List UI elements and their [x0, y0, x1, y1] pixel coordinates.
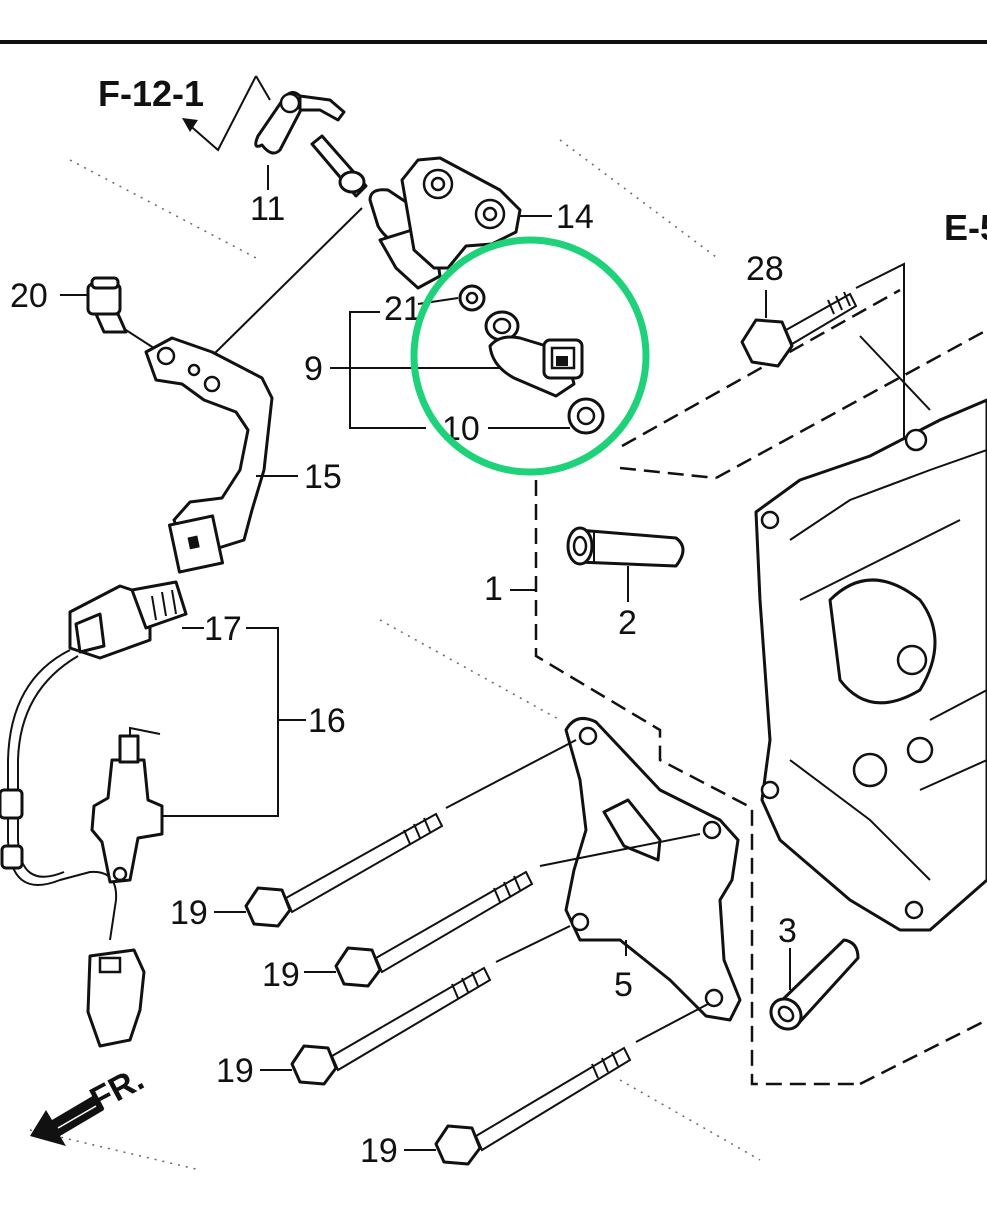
callout-28: 28	[746, 250, 784, 288]
reference-f-12-1[interactable]: F-12-1	[98, 73, 257, 152]
part-19-bolt-d[interactable]	[434, 1046, 632, 1166]
highlight-circle	[410, 236, 650, 476]
callout-11: 11	[250, 190, 285, 228]
reference-arrow-line	[185, 75, 257, 152]
leader-28-axis-2	[859, 335, 931, 411]
part-19-bolt-b[interactable]	[334, 870, 534, 988]
part-20-bolt[interactable]	[86, 276, 128, 334]
part-3-valve-guide[interactable]	[765, 938, 860, 1035]
leader-19-a-axis	[445, 739, 577, 809]
callout-1: 1	[484, 570, 503, 608]
leader-19-b-axis	[539, 833, 701, 867]
part-9-sensor[interactable]	[484, 310, 584, 398]
leader-14-to-15	[213, 207, 363, 355]
front-arrow-icon	[30, 1094, 104, 1146]
part-1-cylinder-head[interactable]	[754, 398, 987, 932]
callout-19-d: 19	[360, 1132, 398, 1170]
callout-19-c: 19	[216, 1052, 254, 1090]
bracket-16-17	[154, 627, 279, 817]
leader-19-d-axis	[635, 1003, 709, 1043]
part-5-plate[interactable]	[564, 716, 742, 1022]
part-21-o-ring[interactable]	[458, 284, 486, 312]
bracket-21-9-10	[349, 311, 426, 429]
part-15-stay[interactable]	[144, 336, 274, 574]
part-19-bolt-a[interactable]	[244, 812, 444, 928]
callout-19-b: 19	[262, 956, 300, 994]
part-19-bolt-c[interactable]	[290, 966, 492, 1086]
part-11-clip[interactable]	[254, 75, 346, 155]
reference-f-label: F-12-1	[98, 73, 204, 114]
callout-3: 3	[778, 912, 797, 950]
callout-19-a: 19	[170, 894, 208, 932]
callout-2: 2	[618, 604, 637, 642]
leader-19-c-axis	[495, 925, 571, 963]
callout-21: 21	[384, 290, 422, 328]
callout-5: 5	[614, 966, 633, 1004]
part-28-bolt[interactable]	[740, 291, 858, 368]
part-10-washer[interactable]	[567, 397, 605, 435]
callout-14: 14	[556, 198, 594, 236]
part-14-bracket-assembly[interactable]	[310, 134, 522, 290]
callout-17: 17	[204, 610, 242, 648]
construction-lines	[29, 139, 761, 1171]
callout-15: 15	[304, 458, 342, 496]
front-direction-indicator: FR.	[30, 1060, 150, 1146]
part-2-valve-guide[interactable]	[566, 526, 685, 568]
reference-arrowhead-icon	[182, 118, 198, 132]
callout-20: 20	[10, 277, 48, 315]
part-17-connector[interactable]	[68, 580, 188, 660]
reference-e-label[interactable]: E-5	[944, 207, 987, 248]
callout-9: 9	[304, 350, 323, 388]
group-1-dashed-outline	[534, 288, 987, 1086]
part-16-oxygen-sensor[interactable]	[0, 649, 164, 1048]
callout-16: 16	[308, 702, 346, 740]
